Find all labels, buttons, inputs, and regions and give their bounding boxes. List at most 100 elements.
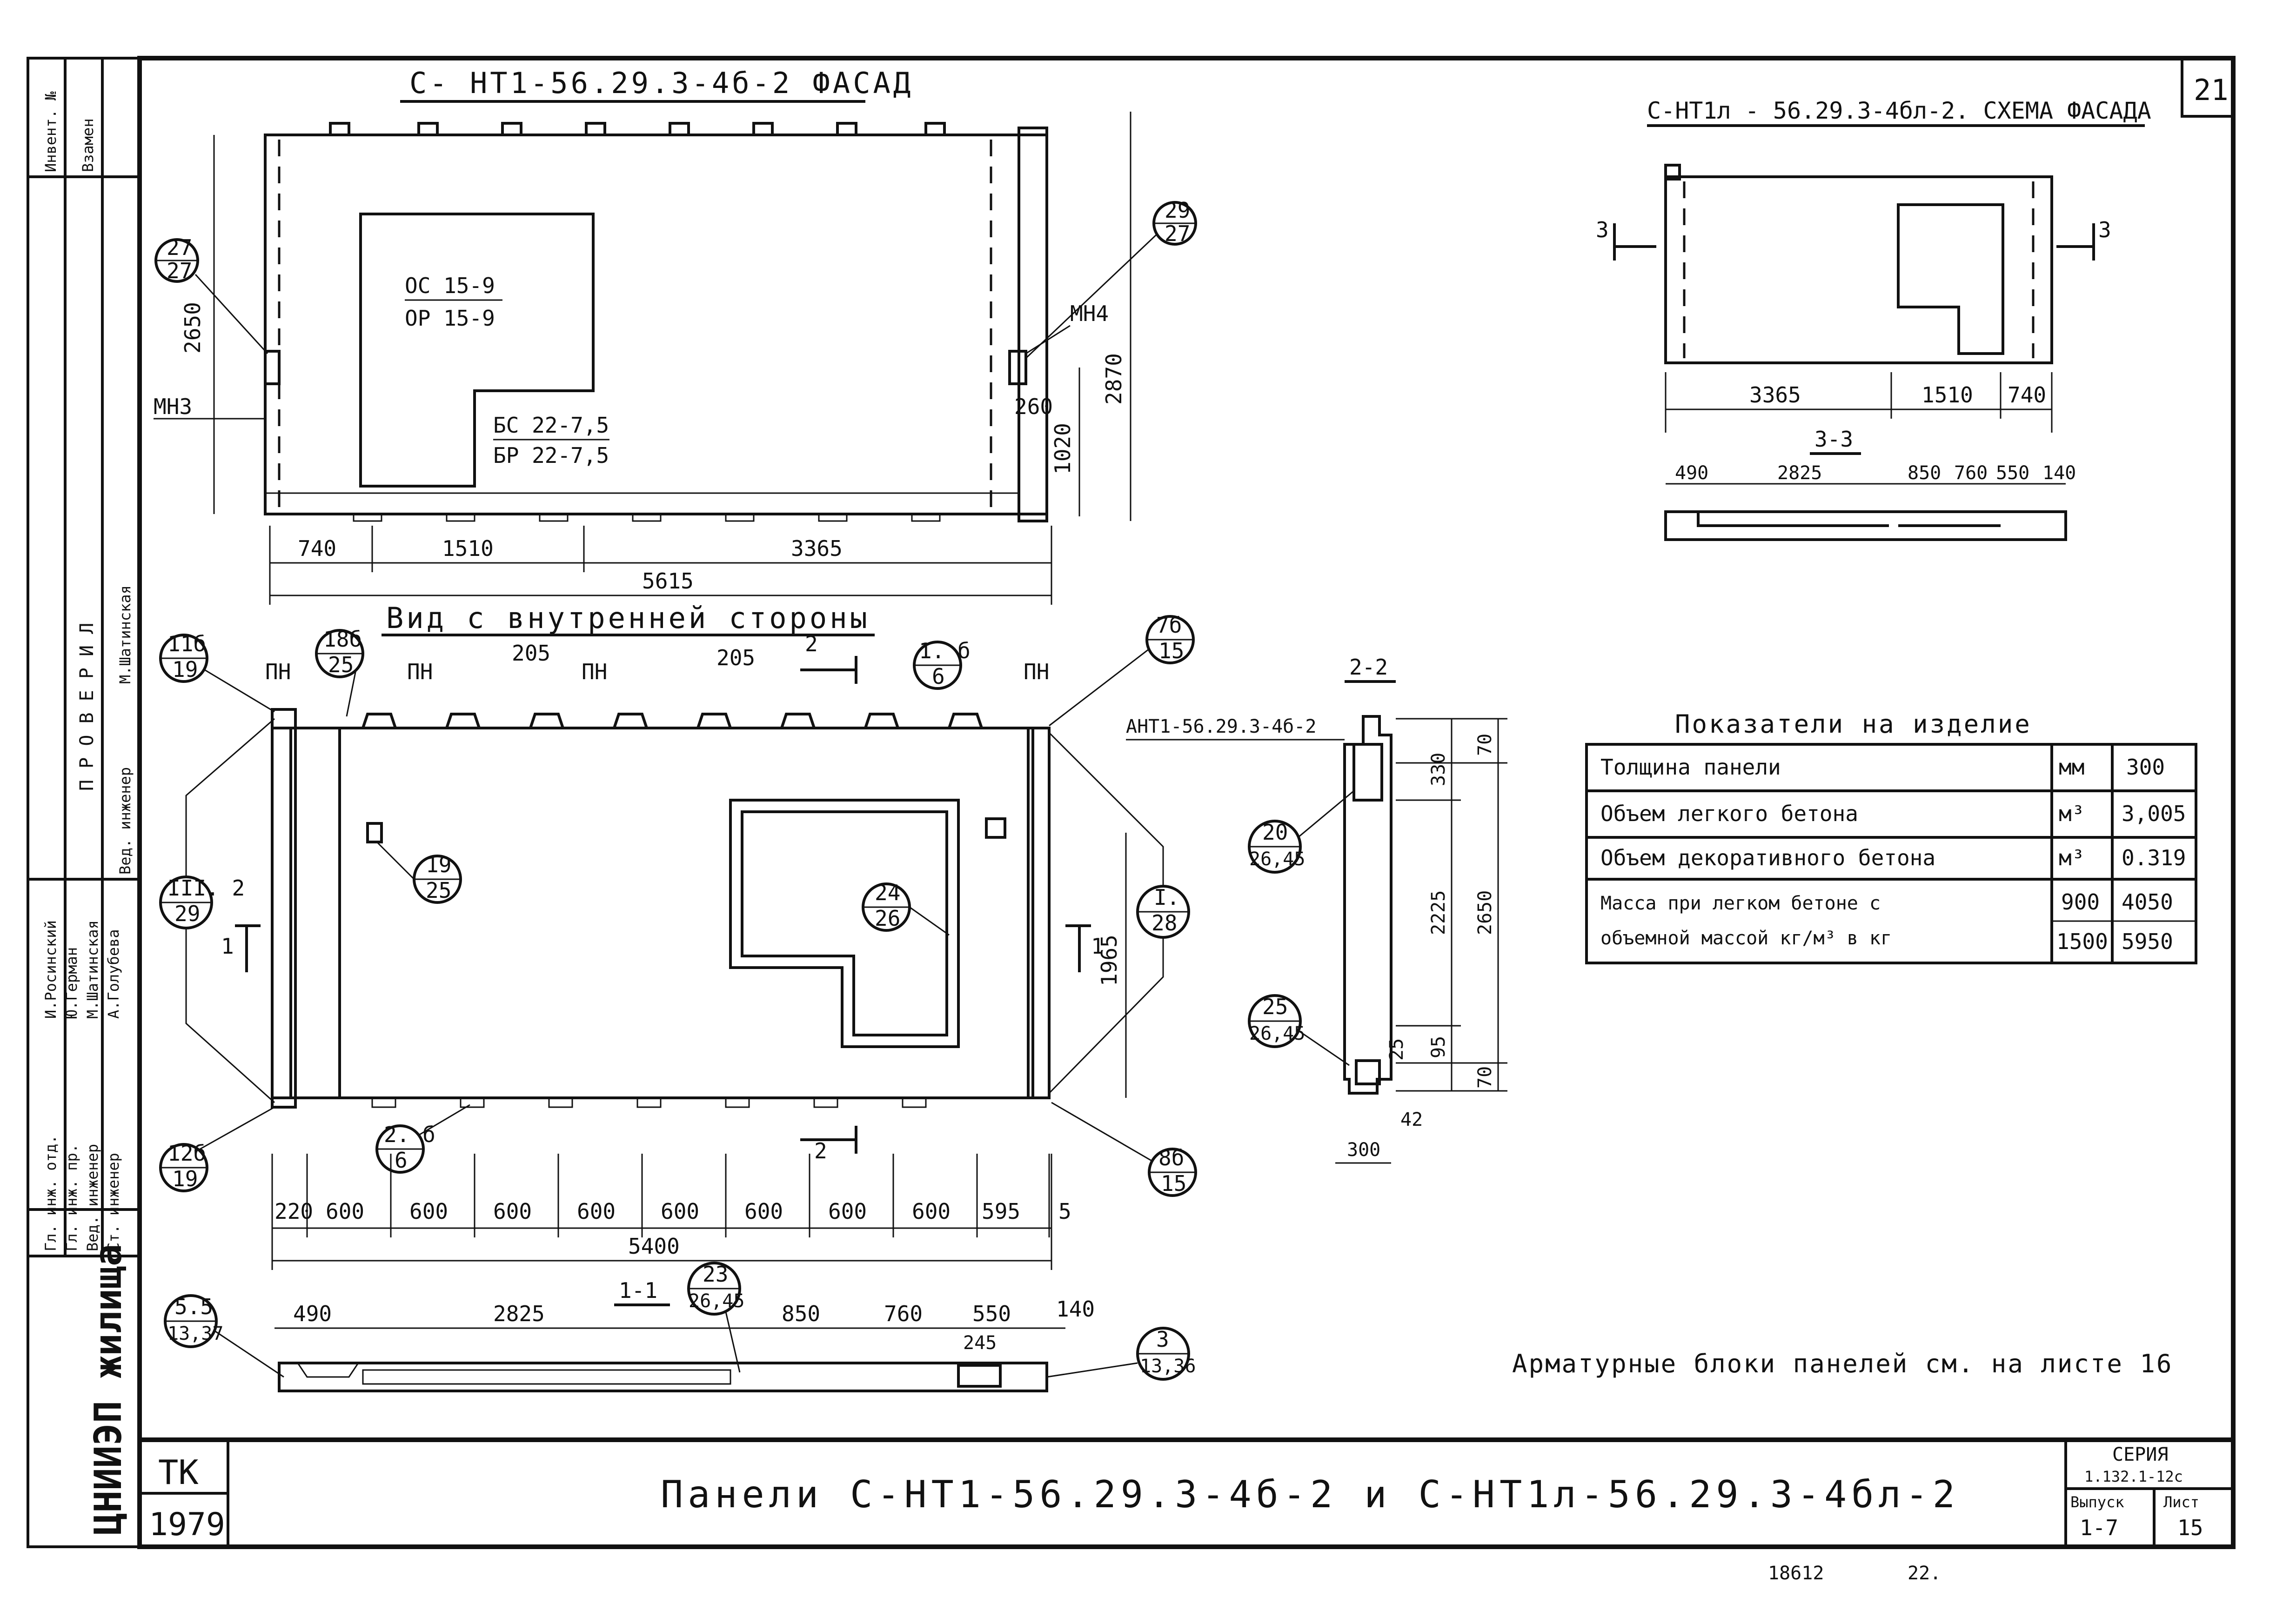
- callout-12b-bottom: 19: [172, 1166, 198, 1191]
- callout-23-bottom: 26,45: [689, 1290, 744, 1312]
- sec1-dim-490: 490: [293, 1301, 332, 1326]
- callout-I-bottom: 28: [1152, 910, 1177, 936]
- issue-value: 1-7: [2080, 1515, 2118, 1540]
- role-3: Вед. инженер: [84, 1144, 101, 1251]
- row-decor-value: 0.319: [2122, 845, 2186, 870]
- series-value: 1.132.1-12с: [2084, 1468, 2183, 1485]
- pn-label-2: ПН: [407, 659, 433, 684]
- replace-label: Взамен: [79, 118, 97, 172]
- sec2-dim-2650: 2650: [1474, 890, 1496, 935]
- cut-1-left: 1: [221, 934, 234, 959]
- mass-line-2: объемной массой кг/м³ в кг: [1600, 928, 1892, 949]
- role-4: Ст. инженер: [105, 1153, 122, 1251]
- series-label: СЕРИЯ: [2112, 1444, 2168, 1465]
- sec1-dim-2825: 2825: [493, 1301, 545, 1326]
- indicators-title: Показатели на изделие: [1675, 709, 2032, 739]
- callout-facade-left-top: 27: [167, 235, 192, 260]
- scheme-cut-right: 3: [2098, 217, 2111, 242]
- callout-2b-top: 2. б: [384, 1122, 435, 1147]
- callout-23-top: 23: [703, 1262, 728, 1287]
- sidebar: Инвент. № Взамен П Р О В Е Р И Л Вед. ин…: [42, 91, 134, 1535]
- callout-11b-bottom: 19: [172, 657, 198, 682]
- inner-dim-600-2: 600: [409, 1199, 448, 1224]
- row-decor-unit: м³: [2059, 845, 2084, 870]
- sec2-dim-330: 330: [1428, 753, 1449, 786]
- name-3: М.Шатинская: [84, 920, 101, 1019]
- row-thickness-name: Толщина панели: [1600, 755, 1781, 780]
- facade-title: С- НТ1-56.29.3-4б-2 ФАСАД: [409, 66, 913, 100]
- callout-III2-top: III. 2: [167, 875, 245, 901]
- inner-dim-600-5: 600: [661, 1199, 699, 1224]
- callout-24-top: 24: [875, 880, 900, 905]
- scheme-section-title: 3-3: [1814, 427, 1853, 452]
- mark-mn4: МН4: [1070, 301, 1109, 326]
- sec2-dim-42: 42: [1400, 1109, 1423, 1130]
- callout-55-top: 5.5: [174, 1294, 213, 1319]
- callout-12b-top: 12б: [167, 1141, 206, 1166]
- drawing-title: Панели С-НТ1-56.29.3-4б-2 и С-НТ1л-56.29…: [661, 1473, 1960, 1516]
- inner-dim-220: 220: [274, 1199, 313, 1224]
- row-light-unit: м³: [2059, 801, 2084, 826]
- title-block: ТК 1979 Панели С-НТ1-56.29.3-4б-2 и С-НТ…: [149, 1444, 2203, 1543]
- dim-205-1: 205: [512, 641, 550, 666]
- pn-label-3: ПН: [582, 659, 607, 684]
- inner-dim-600-1: 600: [326, 1199, 364, 1224]
- inner-dim-total: 5400: [628, 1234, 680, 1259]
- name-2: Ю.Герман: [63, 947, 80, 1019]
- name-1: И.Росинский: [42, 920, 60, 1019]
- sheet-frame: [27, 56, 2236, 1549]
- callout-3-top: 3: [1156, 1327, 1169, 1352]
- checked-label: П Р О В Е Р И Л: [76, 623, 98, 791]
- tk-label: ТК: [158, 1453, 199, 1492]
- sec1-dim-850: 850: [782, 1301, 820, 1326]
- callout-1b-top: 1. б: [919, 638, 971, 663]
- inner-dim-600-6: 600: [744, 1199, 783, 1224]
- sec2-dim-70-bottom: 70: [1474, 1066, 1496, 1089]
- facade-dim-total-height: 2870: [1101, 353, 1126, 405]
- sec1-dim-140: 140: [1056, 1297, 1095, 1322]
- cut-1-right: 1: [1091, 934, 1104, 959]
- sec2-dim-95: 95: [1428, 1036, 1449, 1058]
- facade-dim-total: 5615: [642, 568, 694, 594]
- scheme-title: С-НТ1л - 56.29.3-4бл-2. СХЕМА ФАСАДА: [1647, 97, 2151, 124]
- mass-value-5950: 5950: [2122, 929, 2173, 954]
- scheme-sec-dim-550: 550: [1996, 462, 2029, 484]
- indicators-table: Показатели на изделие Толщина панели мм …: [1585, 709, 2197, 964]
- footer-page: 22.: [1908, 1563, 1941, 1584]
- scheme-sec-dim-850: 850: [1908, 462, 1941, 484]
- facade-view: С- НТ1-56.29.3-4б-2 ФАСАД ОС 15-9 ОР 15-…: [154, 66, 1197, 605]
- scheme-cut-left: 3: [1596, 217, 1609, 242]
- sec1-dim-760: 760: [884, 1301, 923, 1326]
- pn-label-1: ПН: [265, 659, 291, 684]
- callout-18b-top: 18б: [323, 627, 362, 652]
- scheme-sec-dim-760: 760: [1954, 462, 1988, 484]
- role-2: Гл. инж. пр.: [63, 1144, 80, 1251]
- scheme-dim-740: 740: [2008, 382, 2046, 408]
- callout-I-top: I.: [1154, 885, 1179, 910]
- scheme-dim-3365: 3365: [1749, 382, 1801, 408]
- callout-25-top: 25: [1262, 994, 1288, 1019]
- year-label: 1979: [149, 1506, 225, 1543]
- row-thickness-value: 300: [2126, 755, 2165, 780]
- door-label-2: БР 22-7,5: [493, 443, 609, 468]
- sec1-dim-245: 245: [963, 1332, 997, 1354]
- section-2-title: 2-2: [1349, 655, 1388, 680]
- callout-facade-right-top: 29: [1165, 198, 1190, 223]
- sheet-value: 15: [2177, 1515, 2203, 1540]
- facade-dim-1510: 1510: [442, 536, 494, 561]
- callout-7b-top: 7б: [1156, 613, 1182, 638]
- inner-dim-600-7: 600: [828, 1199, 867, 1224]
- callout-20-top: 20: [1262, 820, 1288, 845]
- scheme-sec-dim-490: 490: [1675, 462, 1708, 484]
- name-4: А.Голубева: [105, 929, 122, 1019]
- row-light-name: Объем легкого бетона: [1600, 801, 1858, 826]
- inner-dim-600-4: 600: [577, 1199, 616, 1224]
- section-2-label: АНТ1-56.29.3-4б-2: [1126, 716, 1316, 737]
- inner-callouts: 11б 19 18б 25 1. б 6 7б 15 19 25 24 26 I…: [159, 613, 1197, 1197]
- callout-1b-bottom: 6: [932, 664, 945, 689]
- callout-25-bottom: 26,45: [1249, 1023, 1305, 1044]
- facade-dim-740: 740: [298, 536, 336, 561]
- row-decor-name: Объем декоративного бетона: [1600, 845, 1935, 870]
- inner-dim-600-3: 600: [493, 1199, 532, 1224]
